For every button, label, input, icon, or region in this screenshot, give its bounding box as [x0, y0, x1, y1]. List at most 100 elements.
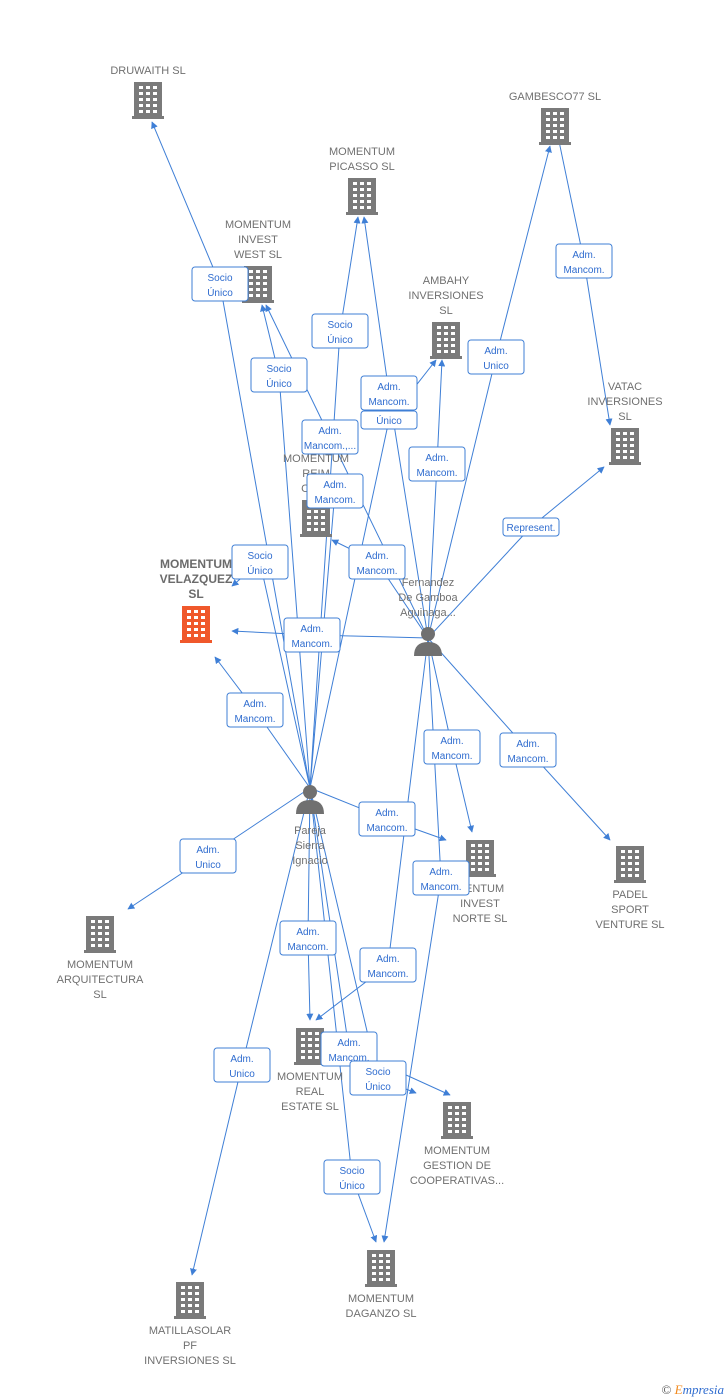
- node-label-line: DRUWAITH SL: [110, 65, 185, 77]
- node-label-line: MOMENTUM: [160, 557, 232, 571]
- edge-label-text: Unico: [229, 1069, 255, 1080]
- edge-label-text: Único: [365, 1080, 391, 1093]
- building-icon: [132, 82, 164, 119]
- building-icon: [609, 428, 641, 465]
- edge-label[interactable]: Adm. Unico: [213, 1047, 271, 1083]
- edge-label[interactable]: Adm.Mancom.: [408, 446, 466, 482]
- edge-label[interactable]: Adm.Mancom.: [348, 544, 406, 580]
- edge-label-text: Adm.: [375, 808, 398, 819]
- edge-label[interactable]: Represent.: [502, 517, 560, 537]
- node-picasso[interactable]: MOMENTUM PICASSO SL: [329, 146, 395, 215]
- edge-label[interactable]: Adm.Unico: [179, 838, 237, 874]
- edge-label[interactable]: Adm.Mancom.: [226, 692, 284, 728]
- edge-label-text: Unico: [195, 860, 221, 871]
- edge-label[interactable]: Adm.Mancom.: [423, 729, 481, 765]
- edge-label-text: Socio: [247, 551, 272, 562]
- node-label-line: MOMENTUM: [283, 453, 349, 465]
- edge-label-text: Mancom.: [328, 1053, 369, 1064]
- edge-label[interactable]: Adm.Unico: [467, 339, 525, 375]
- node-label-line: VELAZQUEZ: [160, 572, 233, 586]
- edge-label[interactable]: Adm. Mancom.,...: [301, 419, 359, 455]
- node-label-line: INVERSIONES: [587, 396, 662, 408]
- edge-label[interactable]: Adm.Mancom.: [306, 473, 364, 509]
- node-label-line: MOMENTUM: [225, 219, 291, 231]
- building-icon: [294, 1028, 326, 1065]
- node-label-line: INVEST: [460, 898, 500, 910]
- node-label-line: PICASSO SL: [329, 161, 394, 173]
- node-label-line: De Gamboa: [398, 592, 458, 604]
- edge-label-text: Adm.: [516, 739, 539, 750]
- edge-label-text: Mancom.: [287, 942, 328, 953]
- building-icon: [430, 322, 462, 359]
- edge-label-text: Mancom.: [367, 969, 408, 980]
- edge-label[interactable]: Adm.Mancom.: [499, 732, 557, 768]
- edge-label-text: Mancom.: [356, 566, 397, 577]
- edge-label-text: Adm.: [484, 346, 507, 357]
- copyright-icon: ©: [661, 1382, 672, 1397]
- building-icon: [84, 916, 116, 953]
- edge-label-text: Adm.: [337, 1038, 360, 1049]
- edge-label-text: Adm.: [377, 382, 400, 393]
- edge-label-text: Único: [247, 564, 273, 577]
- edge-label-text: Represent.: [507, 523, 556, 534]
- edge-label-text: Único: [266, 377, 292, 390]
- node-label-line: Ignacio: [292, 855, 327, 867]
- edge-label[interactable]: Adm.Mancom.: [555, 243, 613, 279]
- edge-label-text: Socio: [339, 1166, 364, 1177]
- edge-label[interactable]: Adm.Mancom.: [358, 801, 416, 837]
- edge-label[interactable]: Adm.Mancom.: [279, 920, 337, 956]
- node-label-line: MOMENTUM: [277, 1071, 343, 1083]
- edge-label-text: Mancom.: [431, 751, 472, 762]
- edge-label[interactable]: Adm. Mancom.: [360, 375, 418, 411]
- brand-footer[interactable]: © Empresia: [662, 1382, 725, 1398]
- edge-label-text: Mancom.: [368, 397, 409, 408]
- node-label-line: ESTATE SL: [281, 1101, 339, 1113]
- node-druwaith[interactable]: DRUWAITH SL: [110, 65, 186, 119]
- edge-label[interactable]: Único: [360, 410, 418, 430]
- edge-label-text: Socio: [327, 320, 352, 331]
- node-label-line: SPORT: [611, 904, 649, 916]
- building-icon: [614, 846, 646, 883]
- edge-label-text: Adm.: [318, 426, 341, 437]
- edge-label-text: Mancom.,...: [304, 441, 356, 452]
- node-label-line: SL: [93, 989, 106, 1001]
- node-label-line: MOMENTUM: [348, 1293, 414, 1305]
- node-label-line: SL: [188, 587, 203, 601]
- node-gambesco[interactable]: GAMBESCO77 SL: [509, 91, 601, 145]
- edge-label-text: Adm.: [376, 954, 399, 965]
- edge-label-text: Socio: [207, 273, 232, 284]
- edge-label[interactable]: Adm.Mancom.: [283, 617, 341, 653]
- edge-label-text: Mancom.: [416, 468, 457, 479]
- edge-label-text: Adm.: [230, 1054, 253, 1065]
- edge-label[interactable]: Adm. Mancom.: [320, 1031, 378, 1067]
- person-icon: [296, 785, 324, 814]
- edge-label[interactable]: Adm. Mancom.: [359, 947, 417, 983]
- node-label-line: Sierra: [295, 840, 325, 852]
- edge-fernandez-gambesco: [427, 145, 552, 639]
- node-label-line: MOMENTUM: [329, 146, 395, 158]
- node-label-line: VATAC: [608, 381, 642, 393]
- building-icon: [180, 606, 212, 643]
- edge-label-text: Adm.: [429, 867, 452, 878]
- edge-label[interactable]: Adm.Mancom.: [412, 860, 470, 896]
